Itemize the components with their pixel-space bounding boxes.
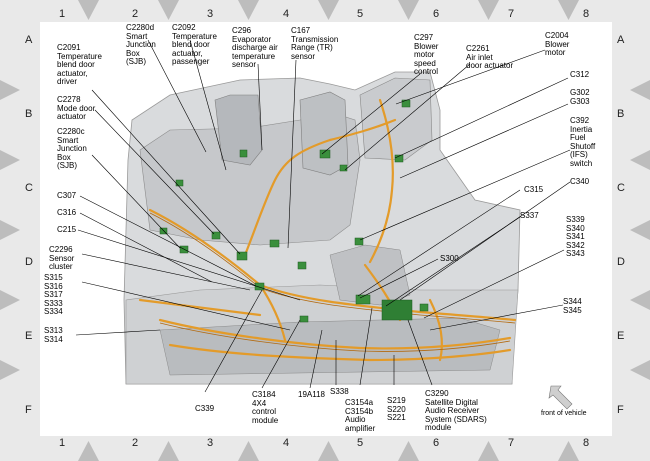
grid-col-8: 8 [583,8,590,20]
label-s337: S337 [520,211,539,220]
front-of-vehicle-label: front of vehicle [541,410,587,417]
grid-row-c-right: C [617,182,625,194]
grid-col-1: 1 [59,8,66,20]
grid-col-2: 2 [132,8,139,20]
label-c312: C312 [570,70,590,79]
grid-col-3: 3 [207,8,214,20]
grid-row-f: F [25,404,32,416]
grid-col-8-bottom: 8 [583,437,590,449]
grid-col-5: 5 [357,8,364,20]
label-c2092: C2092 Temperature blend door actuator, p… [172,23,217,67]
label-c3290: C3290 Satellite Digital Audio Receiver S… [425,389,487,433]
label-c339: C339 [195,404,215,413]
label-c2261: C2261 Air inlet door actuator [466,44,514,71]
grid-col-6: 6 [433,8,440,20]
grid-col-6-bottom: 6 [433,437,440,449]
label-s338: S338 [330,387,349,396]
label-s344: S344 S345 [563,297,582,315]
label-s219: S219 S220 S221 [387,396,406,423]
label-c315: C315 [524,185,544,194]
grid-row-b: B [25,108,33,120]
grid-row-e: E [25,330,33,342]
grid-col-3-bottom: 3 [207,437,214,449]
callout-leader-lines [75,39,571,393]
grid-col-5-bottom: 5 [357,437,364,449]
label-c215: C215 [57,225,77,234]
label-19a118: 19A118 [298,390,325,399]
grid-row-a: A [25,34,33,46]
grid-row-b-right: B [617,108,625,120]
grid-col-1-bottom: 1 [59,437,66,449]
grid-row-d-right: D [617,256,625,268]
label-c2278: C2278 Mode door actuator [57,95,96,122]
label-s300: S300 [440,254,459,263]
grid-row-d: D [25,256,33,268]
label-c2004: C2004 Blower motor [545,31,570,58]
label-c3184: C3184 4X4 control module [252,390,279,425]
grid-row-e-right: E [617,330,625,342]
label-s315: S315 S316 S317 S333 S334 [44,273,63,317]
label-c2091: C2091 Temperature blend door actuator, d… [57,43,102,87]
grid-col-2-bottom: 2 [132,437,139,449]
label-c2280d: C2280d Smart Junction Box (SJB) [126,23,156,67]
label-s313: S313 S314 [44,326,63,344]
label-c296: C296 Evaporator discharge air temperatur… [232,26,278,70]
label-c316: C316 [57,208,77,217]
grid-row-c: C [25,182,33,194]
label-c307: C307 [57,191,77,200]
grid-col-7: 7 [508,8,515,20]
front-of-vehicle-arrow-icon [548,385,573,410]
label-s339: S339 S340 S341 S342 S343 [566,215,585,259]
label-c392: C392 Inertia Fuel Shutoff (IFS) switch [570,116,596,168]
label-c297: C297 Blower motor speed control [414,33,439,77]
grid-col-4: 4 [283,8,290,20]
grid-col-4-bottom: 4 [283,437,290,449]
grid-col-7-bottom: 7 [508,437,515,449]
vehicle-interior-image [123,71,521,385]
label-c2280c: C2280c Smart Junction Box (SJB) [57,127,87,171]
grid-row-f-right: F [617,404,624,416]
label-c340: C340 [570,177,590,186]
label-c167: C167 Transmission Range (TR) sensor [291,26,339,61]
label-c3154: C3154a C3154b Audio amplifier [345,398,376,433]
label-c2296: C2296 Sensor cluster [49,245,75,272]
grid-row-a-right: A [617,34,625,46]
label-g302: G302 G303 [570,88,590,106]
